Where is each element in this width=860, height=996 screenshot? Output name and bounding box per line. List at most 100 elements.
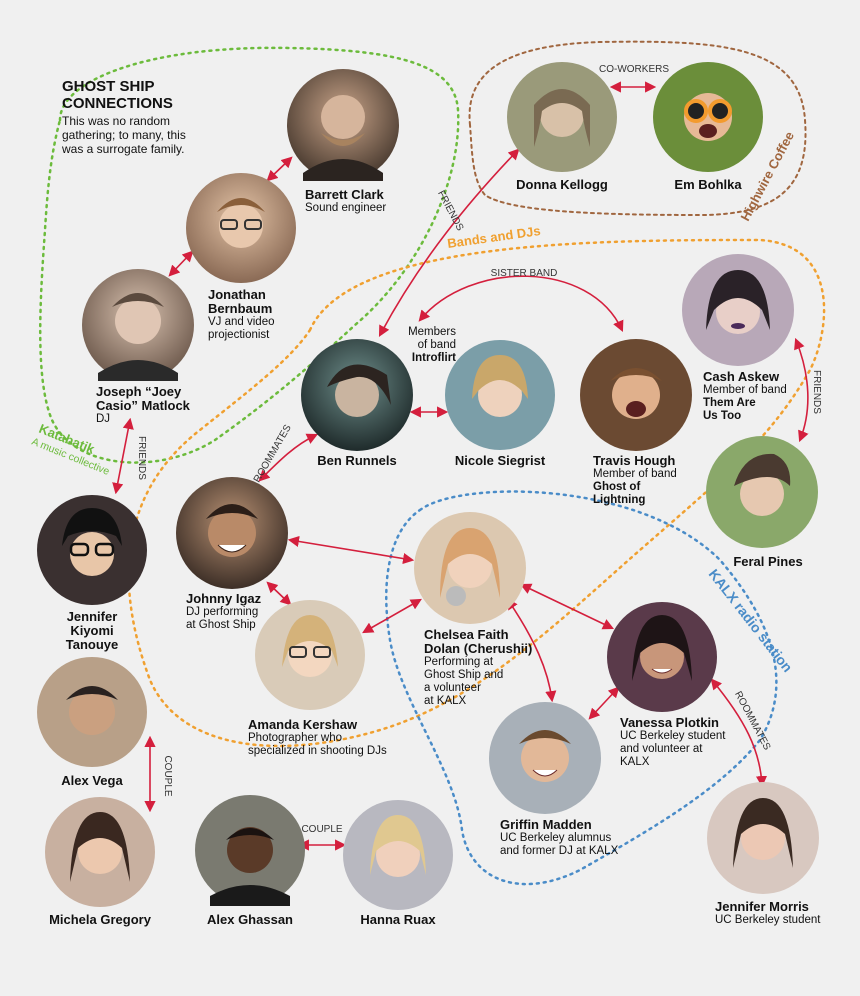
portrait-griffin [489,702,601,814]
desc-vanessa-2: and volunteer at [620,743,725,756]
portrait-alex-vega [37,657,147,767]
band-cash-1: Them Are [703,397,787,410]
arrow-vanessa-griffin [590,688,618,718]
label-friends-cash-feral: FRIENDS [811,370,822,414]
name-feral: Feral Pines [718,555,818,569]
name-travis: Travis Hough [593,454,677,468]
desc-griffin-1: UC Berkeley alumnus [500,832,618,845]
caption-griffin: Griffin Madden UC Berkeley alumnus and f… [500,818,618,858]
caption-donna: Donna Kellogg [502,178,622,192]
portrait-amanda [255,600,365,710]
name-chelsea-2: Dolan (Cherushii) [424,642,532,656]
caption-vanessa: Vanessa Plotkin UC Berkeley student and … [620,716,725,769]
caption-chelsea: Chelsea Faith Dolan (Cherushii) Performi… [424,628,532,708]
name-barrett: Barrett Clark [305,188,386,202]
desc-chelsea-3: a volunteer [424,682,532,695]
desc-jonathan-2: projectionist [208,329,275,342]
name-jennifer-m: Jennifer Morris [715,900,820,914]
label-couple-ghassan-hanna: COUPLE [301,824,342,835]
portrait-donna [507,62,617,172]
caption-michela: Michela Gregory [40,913,160,927]
label-coworkers: CO-WORKERS [599,64,669,75]
portrait-em [653,62,763,172]
desc-vanessa-1: UC Berkeley student [620,730,725,743]
desc-travis: Member of band [593,468,677,481]
group-label-kalx: KALX radio station [706,566,796,675]
band-travis-2: Lightning [593,494,677,507]
name-donna: Donna Kellogg [502,178,622,192]
portrait-alex-ghassan [195,795,305,906]
name-nicole: Nicole Siegrist [440,454,560,468]
caption-introflirt: Members of band Introflirt [396,326,456,365]
desc-griffin-2: and former DJ at KALX [500,845,618,858]
portrait-nicole [445,340,555,450]
label-sister-band: SISTER BAND [491,268,558,279]
caption-hanna: Hanna Ruax [343,913,453,927]
portrait-feral [706,436,818,548]
desc-amanda-1: Photographer who [248,732,387,745]
portrait-michela [45,797,155,907]
name-chelsea-1: Chelsea Faith [424,628,532,642]
desc-joey: DJ [96,413,190,426]
name-cash: Cash Askew [703,370,787,384]
desc-jonathan-1: VJ and video [208,316,275,329]
name-jennifer-t-2: Kiyomi [42,624,142,638]
portrait-joey [82,269,194,381]
arrow-sister-band [420,276,622,330]
desc-vanessa-3: KALX [620,756,725,769]
portrait-chelsea [414,512,526,624]
desc-chelsea-2: Ghost Ship and [424,669,532,682]
label-couple-alex-michela: COUPLE [162,755,173,796]
arrow-chelsea-amanda [364,600,420,632]
portrait-barrett [287,69,399,181]
name-alex-ghassan: Alex Ghassan [195,913,305,927]
desc-chelsea-4: at KALX [424,695,532,708]
name-vanessa: Vanessa Plotkin [620,716,725,730]
caption-jennifer-m: Jennifer Morris UC Berkeley student [715,900,820,927]
desc-johnny-1: DJ performing [186,606,261,619]
caption-alex-ghassan: Alex Ghassan [195,913,305,927]
name-jennifer-t-1: Jennifer [42,610,142,624]
desc-introflirt-2: of band [396,339,456,352]
page-title-line1: GHOST SHIP [62,78,202,95]
name-hanna: Hanna Ruax [343,913,453,927]
name-michela: Michela Gregory [40,913,160,927]
desc-introflirt-1: Members [396,326,456,339]
arrow-barrett-jonathan [268,158,291,180]
portrait-jennifer-m [707,782,819,894]
portrait-cash [682,254,794,366]
caption-cash: Cash Askew Member of band Them Are Us To… [703,370,787,423]
caption-travis: Travis Hough Member of band Ghost of Lig… [593,454,677,507]
caption-feral: Feral Pines [718,555,818,569]
name-griffin: Griffin Madden [500,818,618,832]
page-subtitle: This was no random gathering; to many, t… [62,114,202,156]
portrait-jonathan [186,173,296,283]
portrait-vanessa [607,602,717,712]
caption-nicole: Nicole Siegrist [440,454,560,468]
desc-jennifer-m: UC Berkeley student [715,914,820,927]
arrow-chelsea-vanessa [522,585,612,628]
portrait-hanna [343,800,453,910]
caption-joey: Joseph “Joey Casio” Matlock DJ [96,385,190,426]
portrait-jennifer-t [37,495,147,605]
caption-amanda: Amanda Kershaw Photographer who speciali… [248,718,387,758]
name-ben: Ben Runnels [307,454,407,468]
name-amanda: Amanda Kershaw [248,718,387,732]
name-joey-1: Joseph “Joey [96,385,190,399]
title-block: GHOST SHIP CONNECTIONS This was no rando… [62,78,202,156]
caption-barrett: Barrett Clark Sound engineer [305,188,386,215]
page-title-line2: CONNECTIONS [62,95,202,112]
desc-barrett: Sound engineer [305,202,386,215]
name-jonathan-2: Bernbaum [208,302,275,316]
arrow-jonathan-joey [170,252,192,275]
desc-chelsea-1: Performing at [424,656,532,669]
label-friends-donna-ben: FRIENDS [435,189,465,233]
band-introflirt: Introflirt [396,352,456,365]
caption-johnny: Johnny Igaz DJ performing at Ghost Ship [186,592,261,632]
label-friends-joey-jennifer: FRIENDS [136,436,147,480]
name-johnny: Johnny Igaz [186,592,261,606]
arrow-johnny-amanda [268,583,290,604]
caption-jonathan: Jonathan Bernbaum VJ and video projectio… [208,288,275,342]
name-jennifer-t-3: Tanouye [42,638,142,652]
name-jonathan-1: Jonathan [208,288,275,302]
